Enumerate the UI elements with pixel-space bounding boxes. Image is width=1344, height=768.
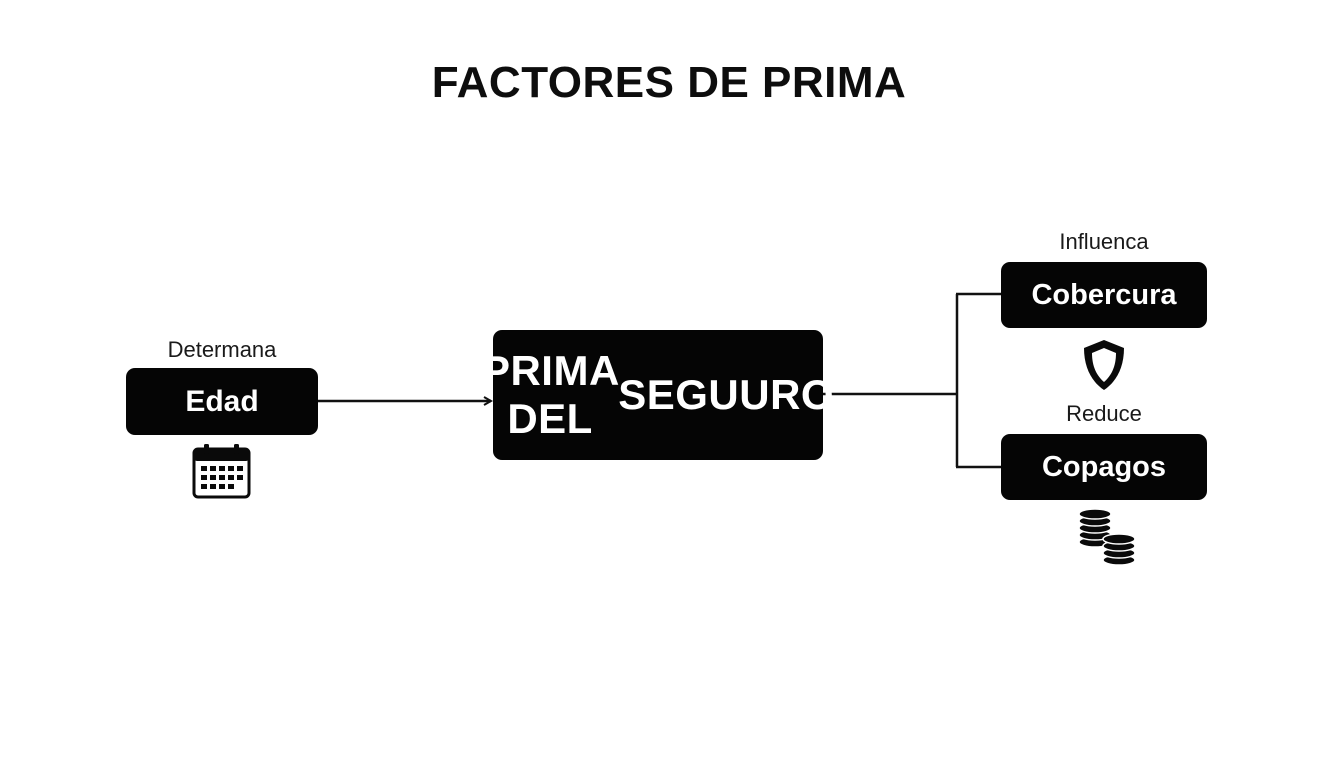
node-prima-line2: SEGUURO <box>618 371 835 418</box>
node-edad: Edad <box>126 368 318 435</box>
node-prima-line1: PRIMA DEL <box>481 347 620 442</box>
edge-label-influenca: Influenca <box>1059 229 1149 254</box>
node-prima-del-seguro: PRIMA DEL SEGUURO <box>482 330 834 460</box>
calendar-icon <box>192 444 251 499</box>
edge-label-determana: Determana <box>167 337 277 362</box>
shield-icon <box>1084 340 1124 390</box>
edge-label-reduce: Reduce <box>1066 401 1142 426</box>
coins-icon <box>1078 508 1136 566</box>
diagram-title: FACTORES DE PRIMA <box>431 58 907 107</box>
node-cobertura: Cobercura <box>1001 262 1207 328</box>
node-copagos: Copagos <box>1001 434 1207 500</box>
